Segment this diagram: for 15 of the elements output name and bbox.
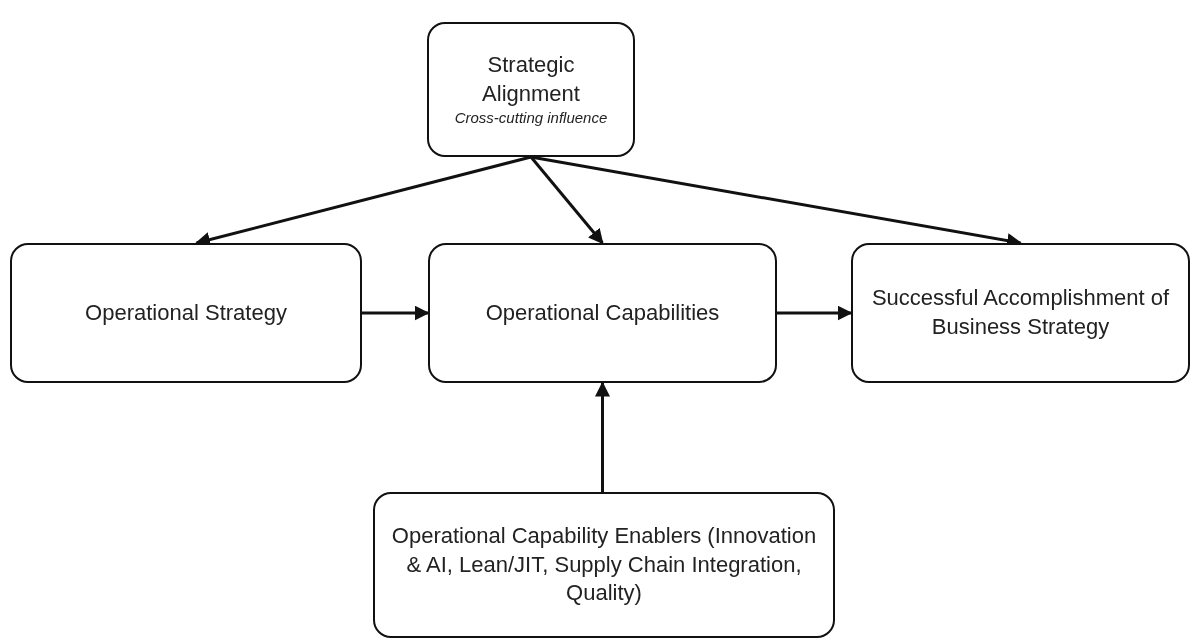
- box-title: Strategic Alignment: [481, 51, 581, 108]
- process-box: [428, 243, 777, 383]
- box-subtitle: Cross-cutting influence: [454, 108, 608, 128]
- process-box: [373, 492, 835, 638]
- arrow: [777, 305, 853, 321]
- box-title: Successful Accomplishment of Business Strategy: [870, 284, 1171, 341]
- box-title: Operational Strategy: [85, 298, 287, 327]
- arrow: [529, 156, 604, 245]
- process-box: [851, 243, 1190, 383]
- process-box: [10, 243, 362, 383]
- arrow: [595, 381, 610, 492]
- box-title: Operational Capabilities: [485, 298, 720, 327]
- process-box: [427, 22, 635, 157]
- box-title: Operational Capability Enablers (Innovation & AI, Lean/JIT, Supply Chain Integration, Quality): [390, 522, 818, 608]
- arrow: [362, 305, 430, 321]
